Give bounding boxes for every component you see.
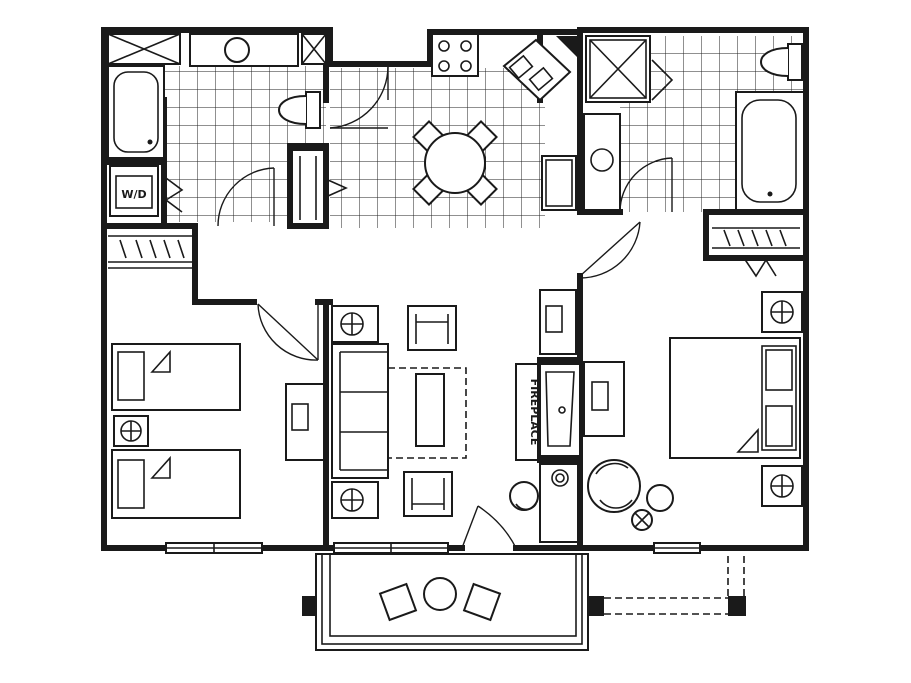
bed-icon	[111, 343, 241, 411]
washer-dryer-label: W/D	[121, 188, 146, 201]
linen-closet	[291, 149, 348, 225]
balcony	[302, 553, 604, 651]
window	[333, 542, 449, 554]
counter-corner	[556, 36, 580, 60]
right-bathroom	[583, 35, 805, 211]
lounge-chair-icon	[509, 481, 539, 511]
fireplace-icon: FIREPLACE	[515, 363, 581, 461]
door-swing	[461, 505, 517, 549]
armchair-icon	[403, 471, 453, 517]
lamp-icon	[331, 481, 379, 519]
door-swing	[257, 303, 319, 361]
cabinet-icon	[301, 33, 327, 65]
sink	[189, 33, 299, 67]
kitchen	[412, 33, 580, 211]
right-closet	[712, 227, 800, 278]
door-swing	[217, 167, 275, 227]
fireplace-label: FIREPLACE	[528, 379, 541, 446]
bed-icon	[669, 337, 801, 459]
toilet-icon	[760, 43, 803, 81]
lamp-icon	[761, 291, 803, 333]
bifold-door	[164, 177, 184, 213]
door-swings	[217, 65, 673, 549]
shower-icon	[585, 35, 674, 103]
door-swing	[329, 65, 389, 129]
right-bedroom	[583, 291, 803, 531]
lamp-icon	[761, 465, 803, 507]
desk-icon	[285, 383, 325, 461]
lounge-chair-icon	[587, 459, 641, 513]
sofa-icon	[331, 343, 389, 479]
lamp-icon	[113, 415, 149, 447]
coffee-table-icon	[387, 367, 467, 459]
vanity-sink	[583, 113, 621, 211]
refrigerator-icon	[541, 155, 577, 211]
washer-dryer: W/D	[109, 165, 159, 217]
walls	[101, 27, 809, 551]
dining-table-icon	[412, 120, 498, 206]
bathtub-icon	[107, 65, 165, 159]
water-heater-icon	[539, 463, 579, 543]
window	[653, 542, 701, 554]
bathtub-icon	[735, 91, 805, 211]
stove-icon	[431, 33, 479, 77]
patio-extension	[604, 556, 746, 616]
windows	[165, 542, 701, 554]
lamp-icon	[331, 305, 379, 343]
desk-icon	[583, 361, 625, 437]
window	[165, 542, 263, 554]
patio-chair-icon	[462, 582, 502, 622]
living-room: FIREPLACE	[331, 289, 581, 543]
kitchen-sink-icon	[502, 38, 572, 102]
armchair-icon	[407, 305, 457, 351]
desk-icon	[539, 289, 577, 355]
left-closet	[108, 235, 192, 269]
left-bedroom	[111, 343, 325, 519]
patio-chair-icon	[378, 582, 418, 622]
bed-icon	[111, 449, 241, 519]
door-swing	[579, 221, 641, 279]
ottoman-icon	[646, 484, 674, 512]
left-bathroom: W/D	[107, 33, 327, 217]
patio-table-icon	[423, 577, 457, 611]
toilet-icon	[278, 91, 321, 129]
side-table-icon	[631, 509, 653, 531]
shower-icon	[107, 33, 181, 65]
